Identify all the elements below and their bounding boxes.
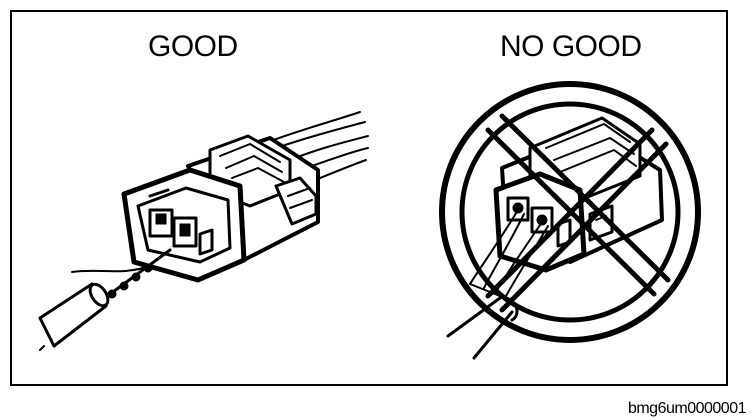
good-connector-illustration xyxy=(38,111,369,351)
no-good-label: NO GOOD xyxy=(500,30,642,63)
probe-pin xyxy=(71,248,172,302)
good-label: GOOD xyxy=(148,30,238,63)
figure-code: bmg6um0000001 xyxy=(627,400,747,417)
no-good-connector-illustration xyxy=(439,81,701,360)
connector-body xyxy=(121,134,320,283)
prohibition-sign xyxy=(439,81,701,343)
tester-lead xyxy=(38,282,110,351)
